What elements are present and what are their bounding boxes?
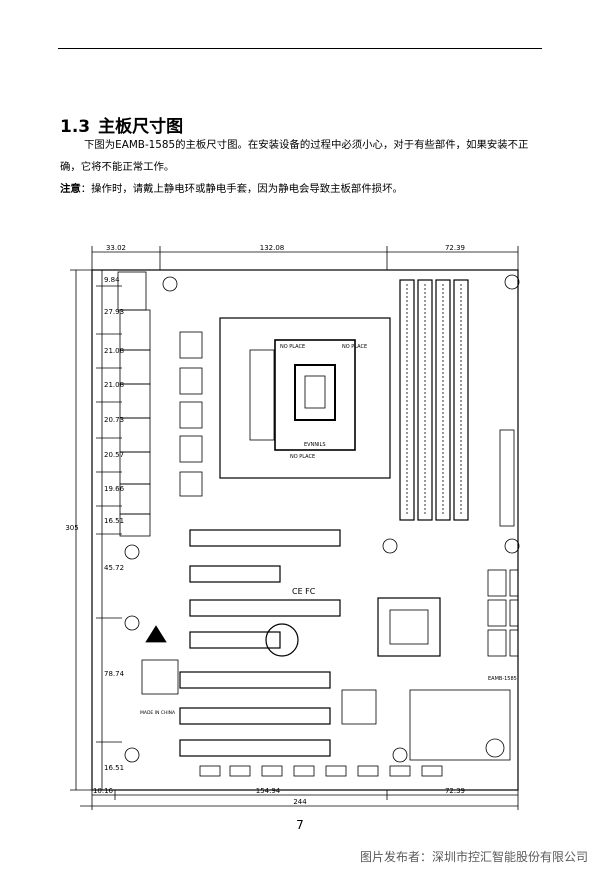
- dim-left-6: 19.66: [104, 485, 125, 493]
- dim-left-8: 45.72: [104, 564, 124, 572]
- socket-label-1: NO PLACE: [342, 344, 367, 350]
- side-connectors: [487, 569, 519, 657]
- section-title: 主板尺寸图: [98, 117, 184, 137]
- note-label: 注意: [60, 183, 81, 195]
- dim-top-left: 33.02: [106, 244, 126, 252]
- chipset-area: [141, 597, 511, 761]
- made-in-label: MADE IN CHINA: [140, 710, 176, 716]
- dim-bottom-right: 72.39: [445, 787, 465, 795]
- cpu-socket: [219, 317, 391, 479]
- left-tick-marks: [96, 285, 122, 743]
- atx-power-connector: [499, 429, 515, 527]
- bottom-headers: [199, 765, 443, 777]
- board-label: EAMB-1585: [488, 676, 517, 682]
- dim-top-right: 72.39: [445, 244, 465, 252]
- motherboard-dimension-diagram: 33.02 132.08 72.39 154.94 244 72.39 10.1…: [65, 244, 520, 810]
- dim-left-4: 20.73: [104, 416, 124, 424]
- image-credit: 图片发布者：深圳市控汇智能股份有限公司: [359, 850, 588, 864]
- cert-marks: CE FC: [292, 587, 316, 596]
- dim-left-3: 21.08: [104, 381, 124, 389]
- dim-left-9: 78.74: [104, 670, 125, 678]
- note-paragraph: 注意：操作时，请戴上静电环或静电手套，因为静电会导致主板部件损坏。: [60, 178, 544, 200]
- mounting-holes: [124, 274, 520, 763]
- dim-bottom-small: 10.16: [93, 787, 114, 795]
- warning-triangle-icon: [145, 625, 167, 643]
- dim-overall-height: 305: [65, 524, 78, 532]
- header-rule: [58, 48, 542, 49]
- note-text: ：操作时，请戴上静电环或静电手套，因为静电会导致主板部件损坏。: [80, 183, 403, 195]
- board-outline: [91, 269, 519, 791]
- section-heading: 1.3 主板尺寸图: [60, 112, 183, 137]
- dim-left-10: 16.51: [104, 764, 124, 772]
- socket-label-2: NO PLACE: [290, 454, 315, 460]
- dim-bottom-middle: 154.94: [256, 787, 281, 795]
- intro-paragraph: 下图为EAMB-1585的主板尺寸图。在安装设备的过程中必须小心，对于有些部件，…: [60, 139, 529, 173]
- socket-label-3: EVNNILS: [304, 442, 326, 448]
- section-number: 1.3: [60, 117, 91, 137]
- dim-left-5: 20.57: [104, 451, 124, 459]
- dim-left-1: 27.93: [104, 308, 124, 316]
- dim-left-0: 9.84: [104, 276, 120, 284]
- dim-left-2: 21.08: [104, 347, 124, 355]
- memory-slots: [399, 279, 469, 521]
- dim-top-middle: 132.08: [260, 244, 285, 252]
- socket-label-0: NO PLACE: [280, 344, 305, 350]
- dim-left-7: 16.51: [104, 517, 124, 525]
- expansion-slots: [179, 529, 341, 757]
- rear-io-connectors: [117, 271, 203, 537]
- dim-bottom-overall: 244: [293, 798, 307, 806]
- page-number: 7: [296, 818, 304, 832]
